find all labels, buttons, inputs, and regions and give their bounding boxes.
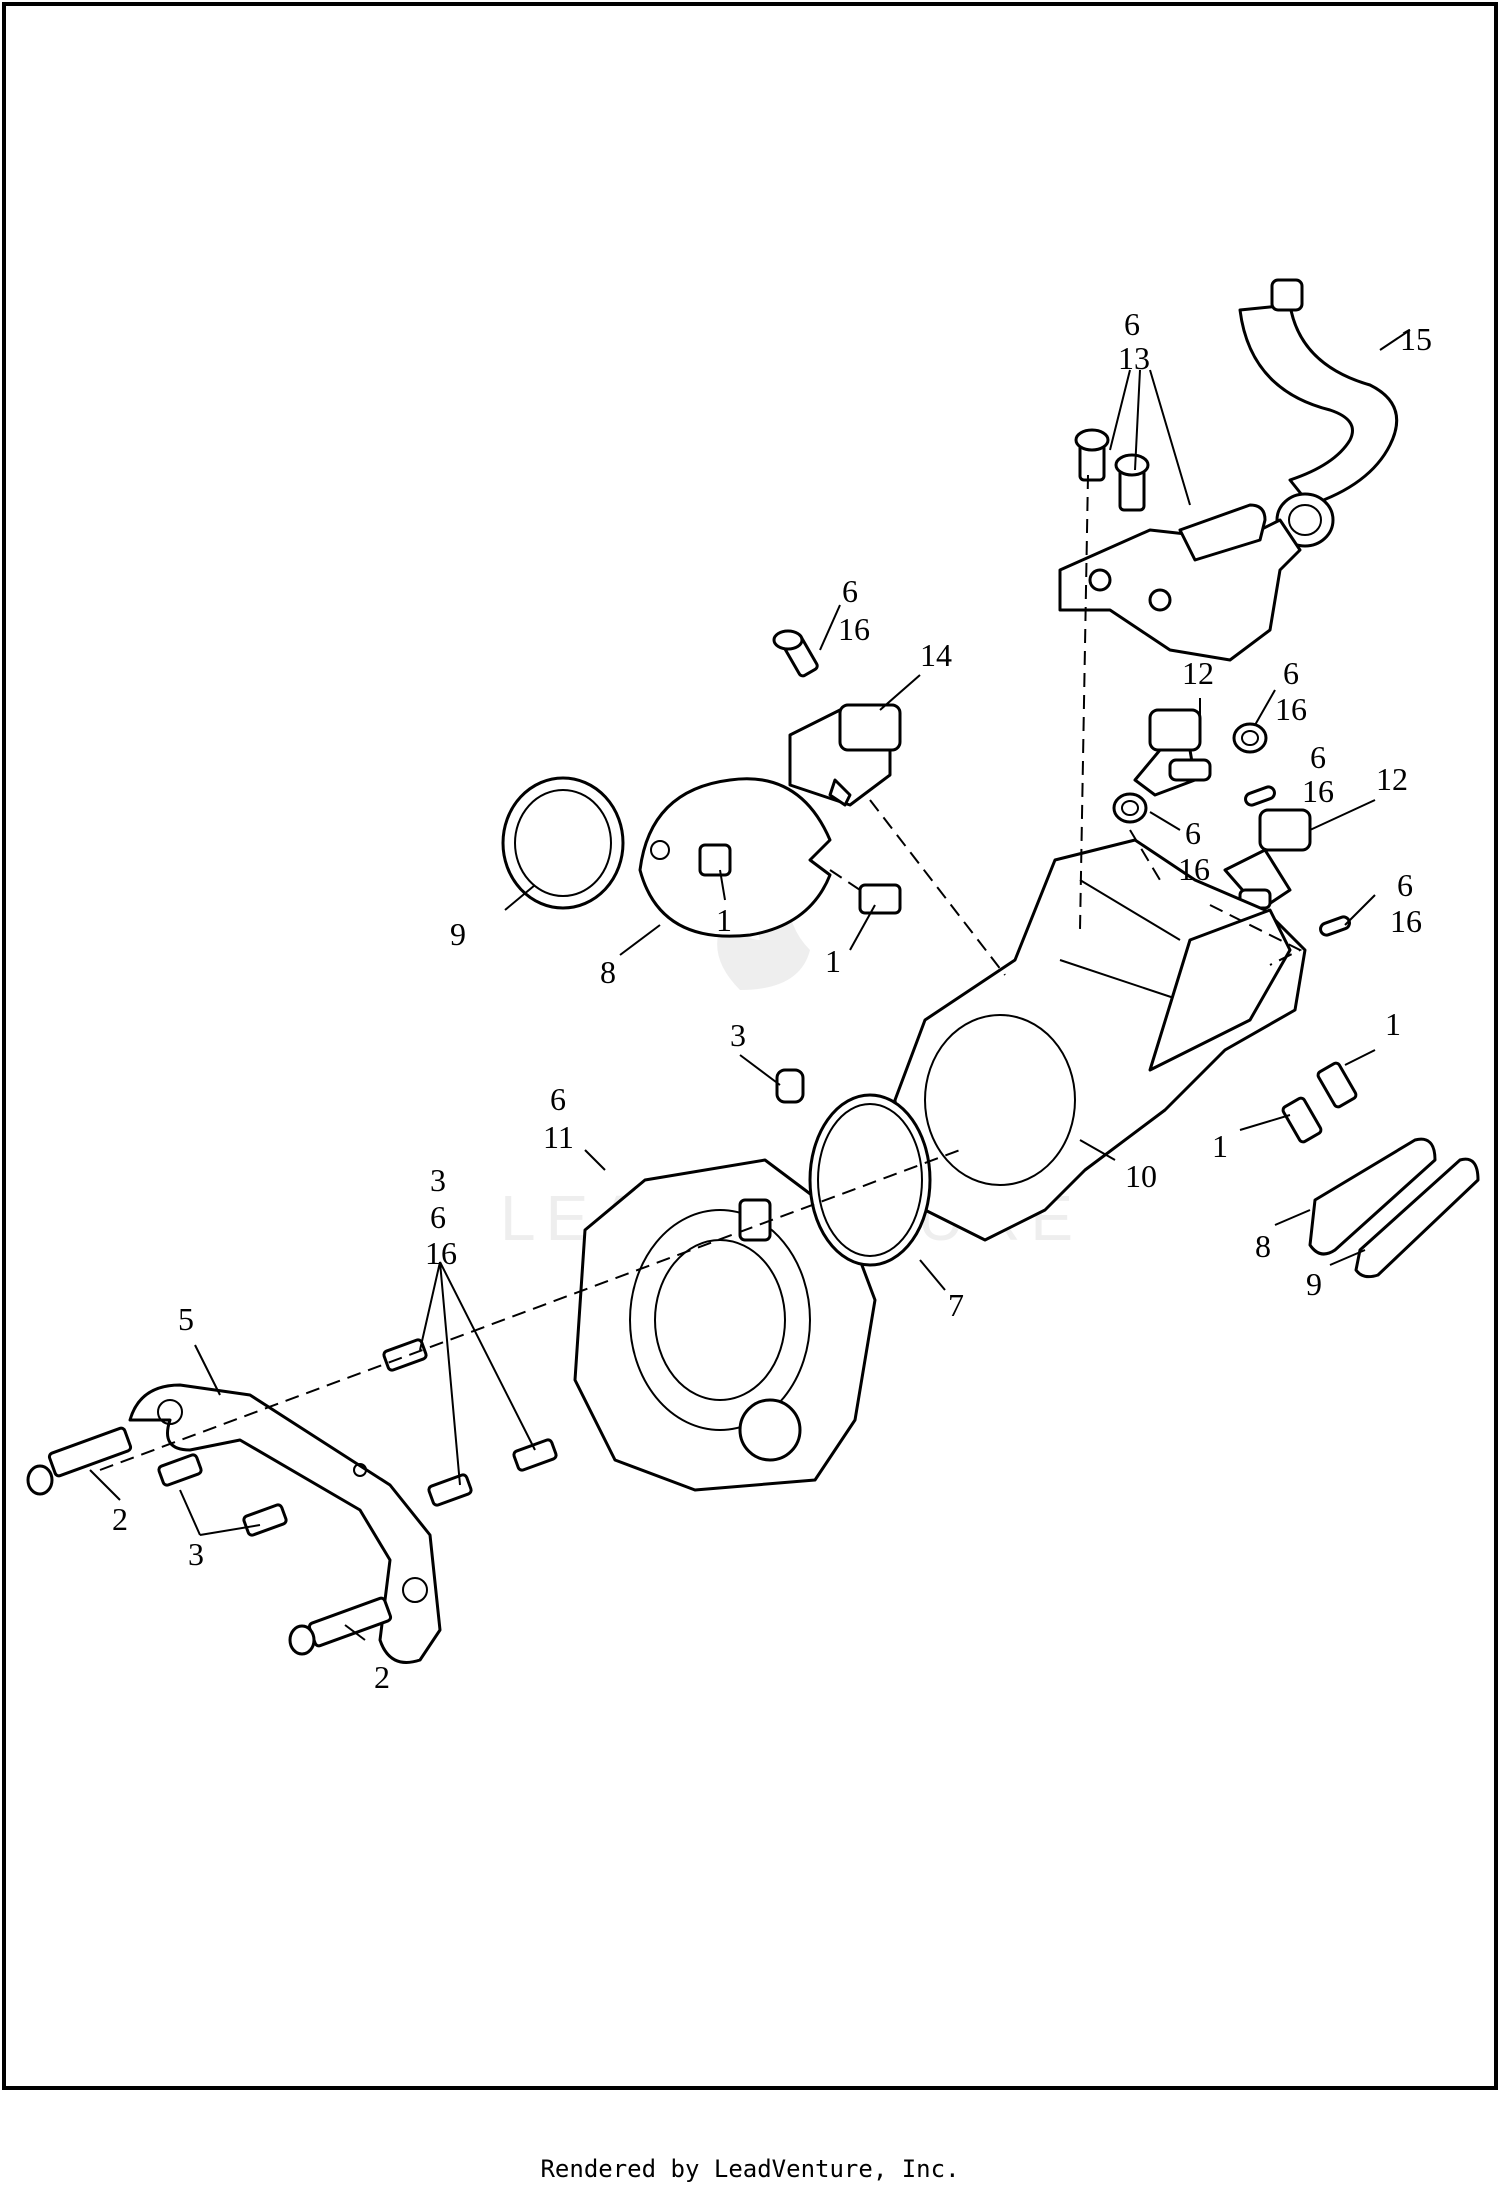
o-ring-16b[interactable] (1232, 722, 1268, 754)
port-plate-8b[interactable] (1308, 1137, 1437, 1256)
bolt-2b[interactable] (288, 1596, 393, 1656)
callout-16: 16 (1275, 691, 1307, 727)
callout-6: 6 (430, 1199, 446, 1235)
fuel-rail-13[interactable] (1058, 503, 1302, 662)
callout-6: 6 (842, 573, 858, 609)
callout-1: 1 (716, 902, 732, 938)
callout-3: 3 (730, 1017, 746, 1053)
fuel-line-15[interactable] (1238, 278, 1399, 548)
callout-2: 2 (112, 1501, 128, 1537)
callout-8: 8 (1255, 1228, 1271, 1264)
screw-16f-3[interactable] (512, 1438, 558, 1472)
o-ring-16c[interactable] (1112, 792, 1148, 824)
screw-16a[interactable] (772, 629, 819, 678)
injector-12a[interactable] (1133, 708, 1212, 797)
callout-7: 7 (948, 1287, 964, 1323)
callout-6: 6 (1124, 306, 1140, 342)
screw-1b[interactable] (858, 883, 902, 915)
callout-11: 11 (543, 1119, 574, 1155)
callout-16: 16 (1390, 903, 1422, 939)
leader-lines (89, 329, 1411, 1641)
o-ring-16e[interactable] (1319, 915, 1351, 937)
callout-3: 3 (430, 1162, 446, 1198)
gasket-9a[interactable] (501, 776, 625, 910)
footer-credit: Rendered by LeadVenture, Inc. (540, 2155, 960, 2183)
callout-10: 10 (1125, 1158, 1157, 1194)
callout-3: 3 (188, 1536, 204, 1572)
callout-labels: 6 13 15 6 16 14 12 6 16 6 16 12 6 16 6 1… (112, 306, 1432, 1695)
o-ring-7[interactable] (808, 1093, 932, 1267)
callout-8: 8 (600, 954, 616, 990)
injector-12b[interactable] (1223, 808, 1312, 912)
diagram-border (2, 2, 1498, 2090)
o-ring-16d[interactable] (1244, 785, 1276, 807)
callout-9: 9 (450, 916, 466, 952)
callout-16: 16 (425, 1235, 457, 1271)
gasket-9b[interactable] (1354, 1157, 1480, 1279)
callout-13: 13 (1118, 340, 1150, 376)
callout-1: 1 (825, 943, 841, 979)
screw-13b[interactable] (1114, 453, 1150, 512)
callout-16: 16 (1302, 773, 1334, 809)
callout-1: 1 (1212, 1128, 1228, 1164)
callout-12: 12 (1182, 655, 1214, 691)
sensor-14[interactable] (788, 703, 902, 807)
screw-16f-1[interactable] (382, 1338, 428, 1372)
cap-3a[interactable] (775, 1068, 805, 1104)
callout-2: 2 (374, 1659, 390, 1695)
bracket-5[interactable] (128, 1383, 442, 1664)
assembly-lines (99, 474, 1303, 1471)
throttle-body-11[interactable] (573, 1158, 877, 1492)
screw-1c[interactable] (1281, 1096, 1323, 1144)
screw-3c[interactable] (242, 1503, 288, 1537)
callout-6: 6 (1310, 739, 1326, 775)
callout-16: 16 (1178, 851, 1210, 887)
intake-manifold-10[interactable] (893, 838, 1307, 1242)
callout-6: 6 (550, 1081, 566, 1117)
callout-1: 1 (1385, 1006, 1401, 1042)
callout-14: 14 (920, 637, 952, 673)
callout-6: 6 (1397, 867, 1413, 903)
screw-3b[interactable] (157, 1453, 203, 1487)
screw-16f-2[interactable] (427, 1473, 473, 1507)
callout-16: 16 (838, 611, 870, 647)
callout-9: 9 (1306, 1266, 1322, 1302)
bolt-2a[interactable] (26, 1426, 133, 1496)
callout-5: 5 (178, 1301, 194, 1337)
callout-15: 15 (1400, 321, 1432, 357)
flange-8a[interactable] (638, 777, 832, 938)
callout-6: 6 (1185, 815, 1201, 851)
screw-1d[interactable] (1316, 1061, 1358, 1109)
screw-1a[interactable] (698, 843, 732, 877)
screw-13a[interactable] (1074, 428, 1110, 482)
callout-12: 12 (1376, 761, 1408, 797)
callout-6: 6 (1283, 655, 1299, 691)
